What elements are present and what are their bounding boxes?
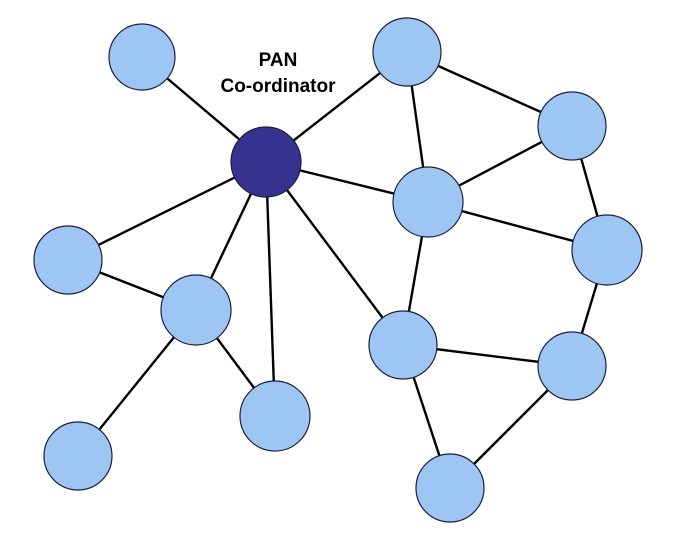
device-node-n4: [160, 274, 232, 346]
link-coordinator-n3: [67, 160, 267, 262]
coordinator-label-line2: Co-ordinator: [220, 76, 336, 97]
coordinator-label: PAN Co-ordinator: [190, 48, 366, 100]
connection-links: [67, 50, 609, 489]
device-node-n8: [43, 421, 113, 491]
coordinator-label-line1: PAN: [258, 50, 298, 71]
device-node-n9: [537, 91, 607, 161]
device-node-n2: [372, 17, 442, 87]
device-node-n13: [415, 453, 485, 523]
link-coordinator-n7: [265, 161, 404, 346]
network-nodes: [33, 17, 643, 523]
device-node-n7: [368, 310, 438, 380]
device-node-n5: [239, 380, 311, 452]
device-node-n6: [392, 166, 464, 238]
device-node-n10: [571, 214, 643, 286]
device-node-n3: [33, 225, 103, 295]
pan-coordinator-node: [230, 126, 302, 198]
device-node-n12: [537, 331, 607, 401]
device-node-n1: [108, 23, 176, 91]
link-coordinator-n5: [264, 161, 277, 417]
